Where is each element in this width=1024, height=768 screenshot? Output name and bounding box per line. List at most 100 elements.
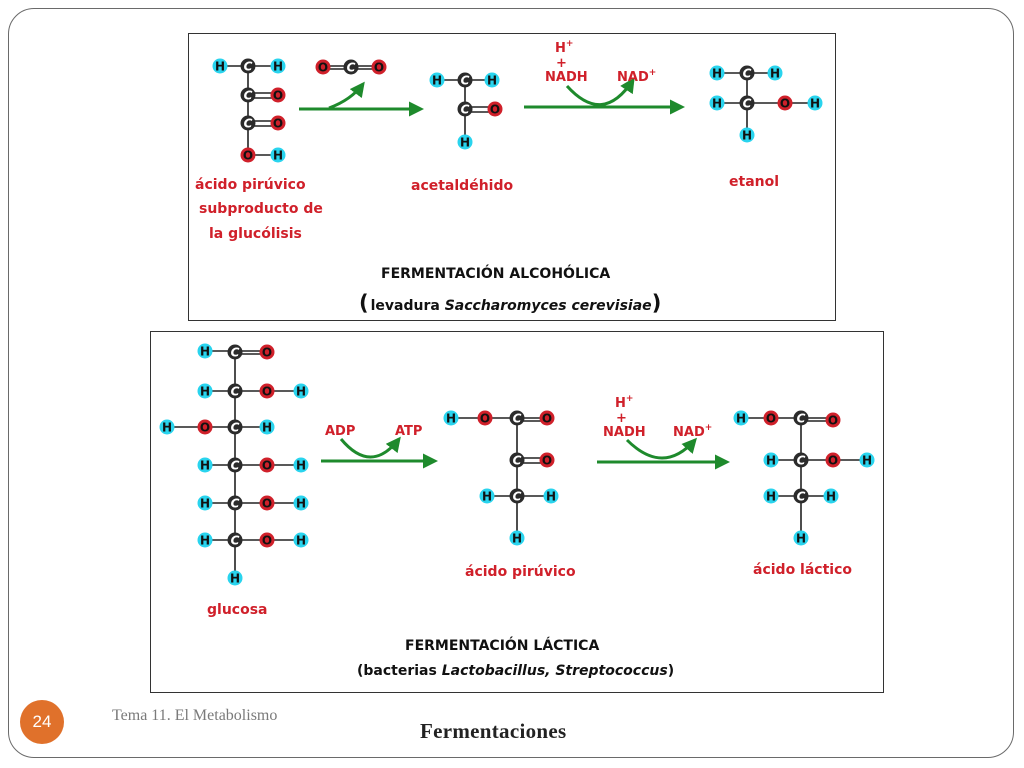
svg-text:O: O <box>200 421 210 435</box>
svg-text:O: O <box>828 454 838 468</box>
ethanol-molecule: H C H H C O H H <box>709 65 823 143</box>
svg-text:C: C <box>347 61 356 75</box>
svg-text:O: O <box>262 497 272 511</box>
svg-text:H: H <box>742 129 752 143</box>
lactic-fermentation-panel: H C O H C O H H O C H H C O H H C O H <box>150 331 884 693</box>
svg-text:H: H <box>512 532 522 546</box>
svg-text:C: C <box>244 89 253 103</box>
svg-text:H: H <box>200 459 210 473</box>
svg-text:C: C <box>231 497 240 511</box>
svg-text:H: H <box>766 490 776 504</box>
label-pyruvic-subproduct: subproducto de <box>199 201 323 217</box>
svg-text:H: H <box>273 60 283 74</box>
footer-course-title: Tema 11. El Metabolismo <box>112 707 278 724</box>
lactic-acid-molecule: H O C O H C O H H C H H <box>733 410 875 546</box>
svg-text:C: C <box>743 67 752 81</box>
svg-text:O: O <box>490 103 500 117</box>
svg-text:C: C <box>231 421 240 435</box>
svg-text:C: C <box>797 412 806 426</box>
svg-text:H: H <box>432 74 442 88</box>
svg-text:H: H <box>487 74 497 88</box>
pyruvic-acid-molecule: H C H C O C O O H <box>212 58 286 163</box>
svg-text:C: C <box>513 454 522 468</box>
svg-text:H: H <box>262 421 272 435</box>
carbon-dioxide-molecule: O C O <box>315 59 387 75</box>
svg-text:H: H <box>826 490 836 504</box>
cofactor-adp: ADP <box>325 424 355 439</box>
svg-text:O: O <box>273 89 283 103</box>
svg-text:H: H <box>200 497 210 511</box>
svg-text:O: O <box>374 61 384 75</box>
svg-text:C: C <box>743 97 752 111</box>
label-acetaldehyde: acetaldéhido <box>411 178 513 194</box>
svg-text:H: H <box>712 67 722 81</box>
svg-text:H: H <box>296 459 306 473</box>
svg-text:H: H <box>546 490 556 504</box>
svg-text:C: C <box>797 490 806 504</box>
svg-text:O: O <box>262 346 272 360</box>
svg-text:O: O <box>542 412 552 426</box>
svg-text:C: C <box>461 103 470 117</box>
svg-text:O: O <box>318 61 328 75</box>
svg-text:O: O <box>273 117 283 131</box>
label-ethanol: etanol <box>729 174 779 190</box>
svg-text:O: O <box>828 414 838 428</box>
svg-text:O: O <box>766 412 776 426</box>
alcoholic-fermentation-panel: H C H C O C O O H O C O H C H C O <box>188 33 836 321</box>
svg-text:C: C <box>231 534 240 548</box>
svg-text:H: H <box>296 497 306 511</box>
svg-text:H: H <box>446 412 456 426</box>
cofactor-plus-sign: + <box>556 56 567 71</box>
acetaldehyde-molecule: H C H C O H <box>429 72 503 150</box>
svg-text:H: H <box>296 385 306 399</box>
glucose-molecule: H C O H C O H H O C H H C O H H C O H <box>159 343 309 586</box>
svg-text:C: C <box>797 454 806 468</box>
svg-text:C: C <box>231 385 240 399</box>
svg-text:H: H <box>162 421 172 435</box>
svg-text:H: H <box>770 67 780 81</box>
svg-text:H: H <box>200 385 210 399</box>
svg-text:O: O <box>243 149 253 163</box>
cofactor-nadh-lactic: NADH <box>603 425 646 440</box>
svg-text:O: O <box>262 385 272 399</box>
svg-text:H: H <box>796 532 806 546</box>
cofactor-h-plus-lactic: H+ <box>615 394 633 411</box>
svg-text:H: H <box>200 534 210 548</box>
svg-text:H: H <box>273 149 283 163</box>
alcoholic-fermentation-diagram: H C H C O C O O H O C O H C H C O <box>195 39 823 315</box>
svg-text:H: H <box>766 454 776 468</box>
pyruvic-acid-molecule-lactic: H O C O C O H C H H <box>443 410 559 546</box>
svg-text:H: H <box>215 60 225 74</box>
svg-text:O: O <box>542 454 552 468</box>
page-number-badge: 24 <box>20 700 64 744</box>
svg-text:C: C <box>513 412 522 426</box>
label-lactic-acid: ácido láctico <box>753 562 852 578</box>
label-pyruvic-acid-lactic: ácido pirúvico <box>465 564 576 580</box>
svg-text:H: H <box>810 97 820 111</box>
cofactor-nadh: NADH <box>545 70 588 85</box>
svg-text:C: C <box>231 346 240 360</box>
svg-text:C: C <box>244 117 253 131</box>
svg-text:H: H <box>736 412 746 426</box>
cofactor-plus-sign-lactic: + <box>616 411 627 426</box>
cofactor-nad-plus-lactic: NAD+ <box>673 423 712 440</box>
svg-text:O: O <box>262 534 272 548</box>
label-pyruvic-glycolysis: la glucólisis <box>209 226 302 242</box>
svg-text:C: C <box>513 490 522 504</box>
slide-title: Fermentaciones <box>420 719 567 743</box>
svg-text:O: O <box>262 459 272 473</box>
lactic-fermentation-title: FERMENTACIÓN LÁCTICA <box>405 636 599 654</box>
svg-text:H: H <box>862 454 872 468</box>
cofactor-atp: ATP <box>395 424 422 439</box>
label-pyruvic-acid: ácido pirúvico <box>195 177 306 193</box>
svg-text:H: H <box>460 136 470 150</box>
svg-text:C: C <box>244 60 253 74</box>
svg-text:H: H <box>230 572 240 586</box>
svg-text:O: O <box>480 412 490 426</box>
svg-text:H: H <box>482 490 492 504</box>
svg-text:H: H <box>296 534 306 548</box>
svg-text:H: H <box>712 97 722 111</box>
lactic-fermentation-subtitle: (bacterias Lactobacillus, Streptococcus) <box>357 663 674 679</box>
alcoholic-fermentation-title: FERMENTACIÓN ALCOHÓLICA <box>381 264 610 282</box>
svg-text:C: C <box>461 74 470 88</box>
